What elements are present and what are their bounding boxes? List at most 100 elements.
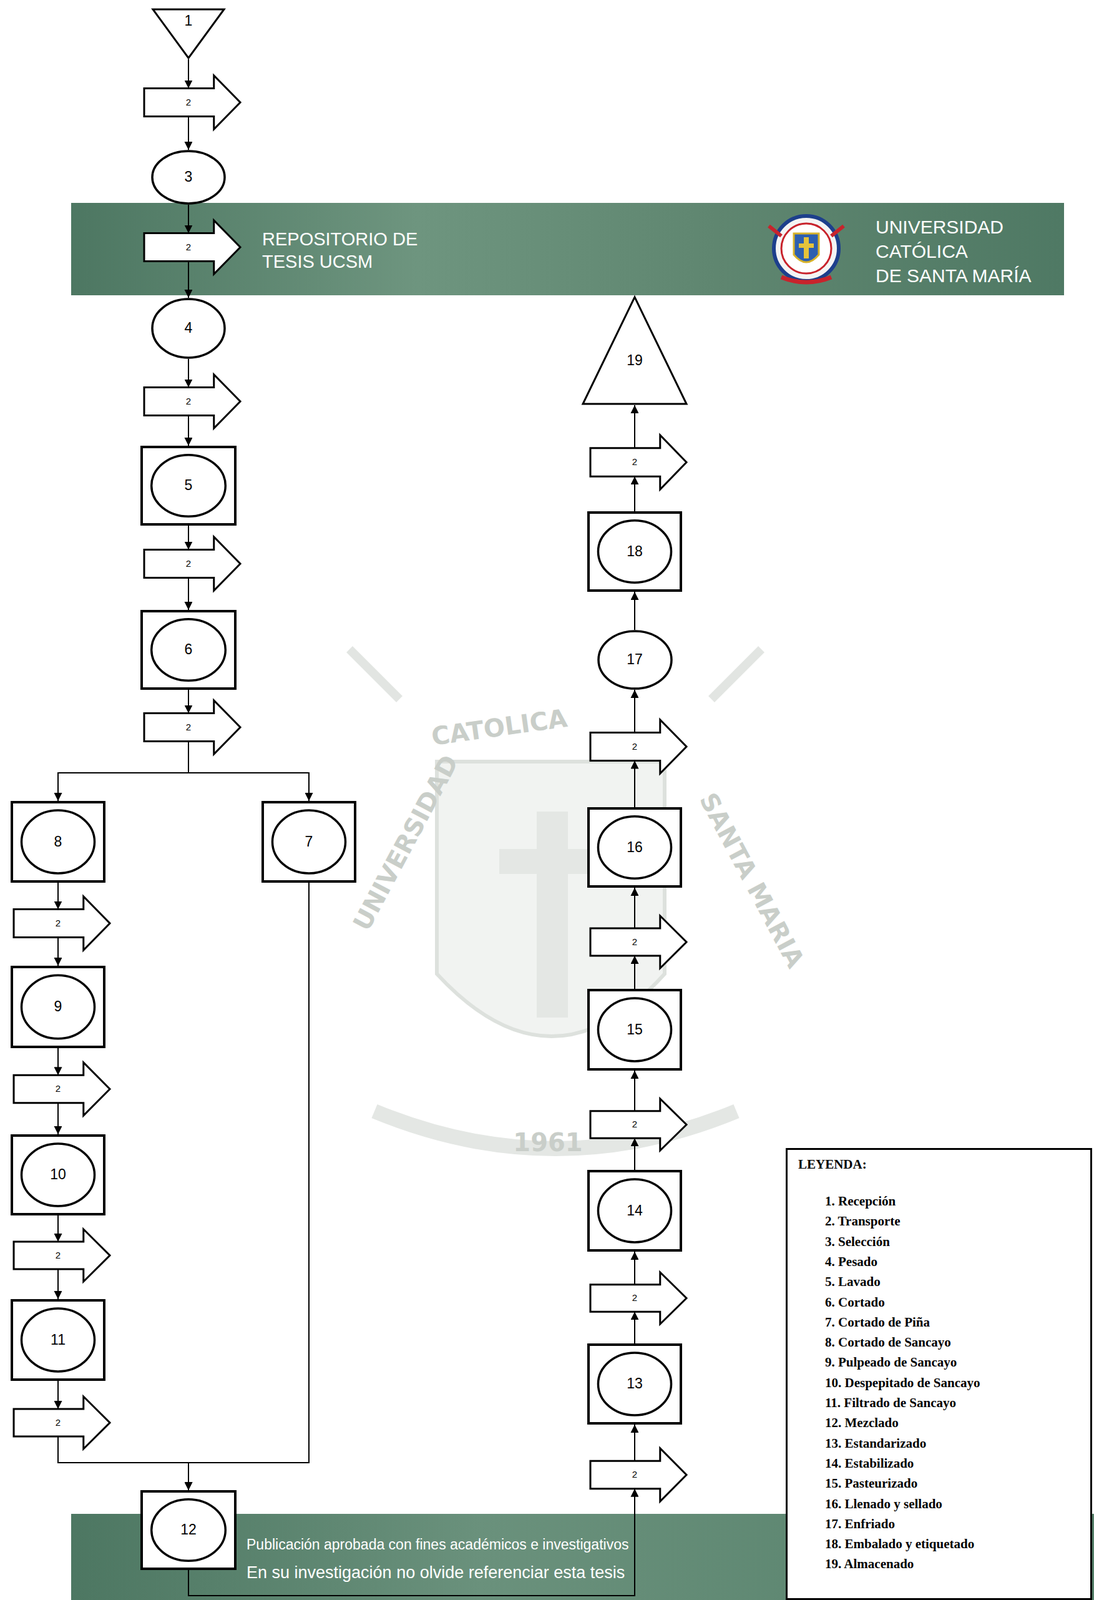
university-logo bbox=[762, 207, 850, 293]
flow-line bbox=[57, 882, 59, 910]
flow-line bbox=[57, 1215, 59, 1242]
flow-line bbox=[634, 760, 636, 808]
transport-arrow-outline bbox=[142, 698, 242, 756]
watermark-text: SANTA MARIA bbox=[692, 787, 812, 973]
step-number: 13 bbox=[626, 1375, 643, 1392]
banner-text: CATÓLICA bbox=[875, 239, 968, 264]
transport-number: 2 bbox=[55, 1250, 61, 1261]
flow-line bbox=[634, 476, 636, 512]
step-number: 7 bbox=[305, 833, 314, 850]
transport-arrow-outline bbox=[589, 718, 688, 775]
flow-line bbox=[187, 577, 190, 611]
flow-line bbox=[634, 1311, 636, 1344]
combined-activity-box: 8 bbox=[10, 800, 106, 883]
flow-line bbox=[634, 1137, 636, 1170]
flow-line bbox=[187, 525, 190, 550]
legend-item: 17. Enfriado bbox=[825, 1515, 895, 1532]
operation-circle: 3 bbox=[151, 149, 226, 205]
flow-line bbox=[187, 59, 190, 89]
flow-line bbox=[58, 1435, 189, 1490]
flow-line bbox=[634, 689, 636, 733]
combined-activity-box: 7 bbox=[261, 800, 357, 883]
flow-line bbox=[57, 1380, 59, 1409]
combined-activity-box: 15 bbox=[587, 988, 683, 1071]
legend-item: 9. Pulpeado de Sancayo bbox=[825, 1353, 957, 1370]
watermark-text: 1961 bbox=[512, 1126, 583, 1158]
legend-item: 3. Selección bbox=[825, 1233, 890, 1250]
transport-number: 2 bbox=[632, 936, 638, 948]
transport-arrow: 2 bbox=[12, 1227, 112, 1283]
storage-triangle: 19 bbox=[581, 295, 688, 406]
operation-circle: 4 bbox=[151, 297, 226, 359]
step-number: 5 bbox=[184, 477, 193, 494]
flow-line bbox=[187, 415, 190, 447]
transport-number: 2 bbox=[185, 396, 191, 407]
step-number: 18 bbox=[626, 543, 643, 560]
transport-arrow: 2 bbox=[142, 373, 242, 430]
transport-number: 2 bbox=[632, 1118, 638, 1130]
step-number: 1 bbox=[184, 13, 193, 29]
combined-activity-box: 9 bbox=[10, 965, 106, 1048]
watermark-text: CATOLICA bbox=[429, 702, 570, 753]
transport-arrow: 2 bbox=[142, 535, 242, 592]
step-number: 3 bbox=[184, 169, 193, 185]
flow-line bbox=[188, 1488, 635, 1596]
storage-triangle: 1 bbox=[151, 8, 226, 60]
flow-line bbox=[187, 261, 190, 299]
transport-arrow-outline bbox=[12, 894, 112, 952]
legend-item: 18. Embalado y etiquetado bbox=[825, 1535, 975, 1552]
transport-arrow-outline bbox=[589, 1097, 688, 1152]
storage-triangle-outline bbox=[581, 295, 688, 406]
flow-line bbox=[634, 405, 636, 449]
transport-arrow: 2 bbox=[589, 1270, 688, 1325]
combined-activity-box: 6 bbox=[140, 609, 237, 690]
step-number: 19 bbox=[626, 352, 643, 369]
footer-text: Publicación aprobada con fines académico… bbox=[246, 1535, 629, 1554]
legend-item: 19. Almacenado bbox=[825, 1555, 914, 1572]
flow-line bbox=[634, 887, 636, 928]
flow-line bbox=[187, 116, 190, 151]
banner-text: UNIVERSIDAD bbox=[875, 215, 1004, 240]
combined-activity-box: 13 bbox=[587, 1343, 683, 1425]
transport-arrow-outline bbox=[12, 1394, 112, 1450]
flow-line bbox=[187, 689, 190, 714]
flow-line bbox=[58, 741, 189, 802]
transport-arrow: 2 bbox=[12, 894, 112, 952]
transport-number: 2 bbox=[632, 741, 638, 753]
transport-number: 2 bbox=[632, 1469, 638, 1480]
banner-text: DE SANTA MARÍA bbox=[875, 263, 1032, 288]
transport-arrow-outline bbox=[142, 74, 242, 131]
flow-line bbox=[188, 741, 309, 802]
legend-item: 12. Mezclado bbox=[825, 1414, 899, 1431]
transport-arrow-outline bbox=[142, 535, 242, 592]
legend-item: 4. Pesado bbox=[825, 1253, 878, 1270]
transport-arrow-outline bbox=[12, 1060, 112, 1117]
legend-item: 14. Estabilizado bbox=[825, 1454, 914, 1471]
transport-number: 2 bbox=[185, 558, 191, 570]
step-number: 12 bbox=[180, 1521, 197, 1538]
operation-circle: 17 bbox=[597, 629, 673, 690]
transport-arrow-outline bbox=[589, 433, 688, 491]
flow-line bbox=[634, 1424, 636, 1461]
transport-number: 2 bbox=[185, 242, 191, 253]
transport-number: 2 bbox=[185, 722, 191, 733]
combined-activity-box: 18 bbox=[587, 511, 683, 592]
legend-heading: LEYENDA: bbox=[798, 1155, 867, 1173]
combined-activity-box: 5 bbox=[140, 445, 237, 526]
legend-item: 10. Despepitado de Sancayo bbox=[825, 1374, 981, 1391]
transport-arrow: 2 bbox=[12, 1394, 112, 1450]
transport-number: 2 bbox=[632, 1292, 638, 1304]
legend-item: 6. Cortado bbox=[825, 1293, 885, 1310]
flow-line bbox=[57, 1102, 59, 1134]
combined-activity-box: 10 bbox=[10, 1133, 106, 1216]
transport-number: 2 bbox=[55, 918, 61, 929]
legend-item: 8. Cortado de Sancayo bbox=[825, 1333, 952, 1350]
combined-activity-box: 11 bbox=[10, 1298, 106, 1381]
combined-activity-box: 12 bbox=[140, 1489, 237, 1570]
step-number: 8 bbox=[54, 833, 63, 850]
flow-line bbox=[188, 882, 309, 1490]
step-number: 17 bbox=[626, 651, 643, 668]
transport-arrow: 2 bbox=[589, 433, 688, 491]
transport-arrow-outline bbox=[589, 914, 688, 970]
transport-arrow-outline bbox=[12, 1227, 112, 1283]
